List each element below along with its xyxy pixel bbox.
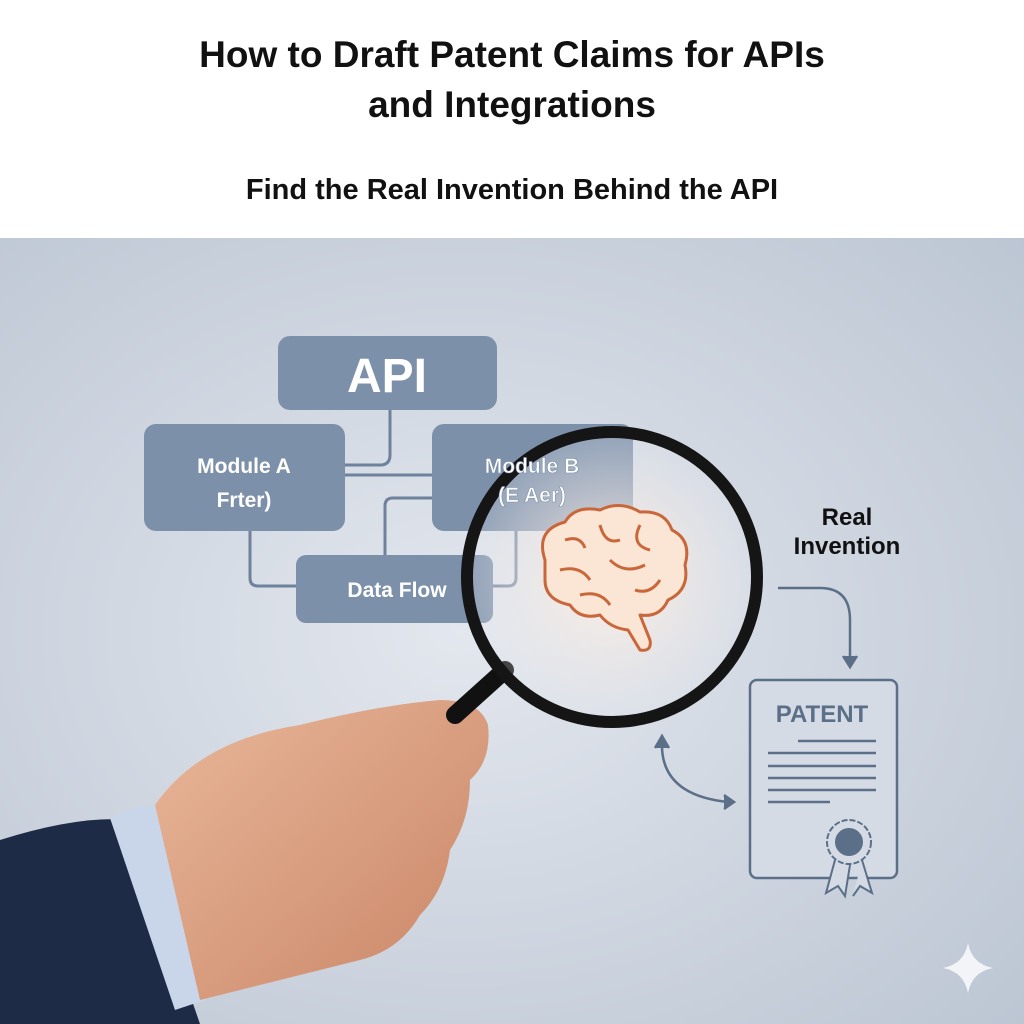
real-invention-label-line1: Real [822, 504, 873, 531]
module-a-box: Module A Frter) [144, 424, 345, 531]
header: How to Draft Patent Claims for APIs and … [0, 0, 1024, 238]
module-b-sublabel: (E Aer) [498, 484, 566, 507]
api-box: API [278, 336, 497, 410]
patent-label: PATENT [776, 701, 869, 728]
module-a-sublabel: Frter) [217, 489, 272, 512]
module-a-label: Module A [197, 455, 291, 478]
title-line-1: How to Draft Patent Claims for APIs [0, 30, 1024, 80]
page-title: How to Draft Patent Claims for APIs and … [0, 30, 1024, 130]
title-line-2: and Integrations [0, 80, 1024, 130]
module-b-label: Module B [485, 455, 580, 478]
subtitle: Find the Real Invention Behind the API [0, 174, 1024, 207]
patent-document-icon: PATENT [750, 680, 897, 896]
data-flow-label: Data Flow [347, 579, 447, 602]
illustration: API Module A Frter) Data Flow Module B (… [0, 238, 1024, 1024]
real-invention-label-line2: Invention [794, 533, 901, 560]
api-label: API [347, 350, 427, 403]
